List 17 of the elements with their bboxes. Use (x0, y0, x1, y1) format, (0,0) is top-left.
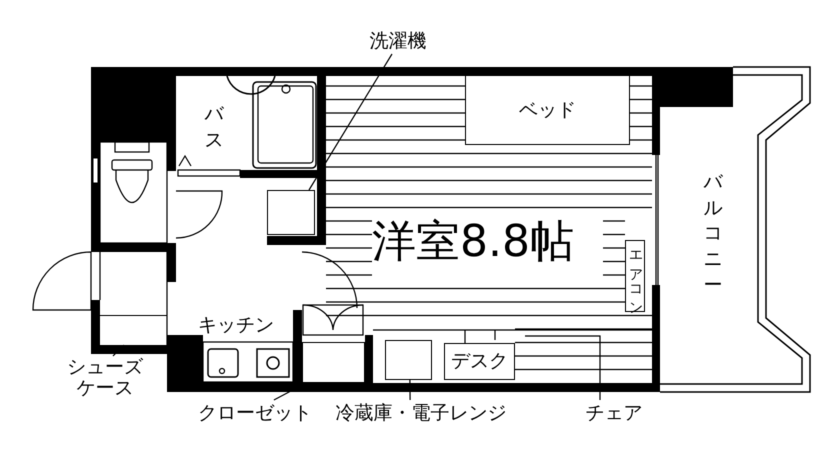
callout-text: シューズケース (62, 356, 148, 400)
callout-text: チェア (575, 400, 653, 426)
room-label: バルコニー (703, 170, 723, 298)
closet (302, 342, 365, 383)
leader-line (409, 380, 411, 400)
room-label: キッチン (198, 315, 274, 336)
refrigerator-box (385, 340, 432, 380)
air-conditioner: エアコン (625, 240, 645, 312)
leader-line (308, 54, 393, 190)
desk: デスク (444, 343, 515, 380)
room-label: バス (204, 102, 224, 153)
washing-machine-box (267, 190, 315, 235)
callout-text: 洗濯機 (352, 28, 444, 54)
bed: ベッド (465, 75, 630, 145)
room-label: 洋室8.8帖 (372, 218, 574, 266)
leader-line (112, 344, 124, 356)
leader-line (525, 335, 601, 400)
